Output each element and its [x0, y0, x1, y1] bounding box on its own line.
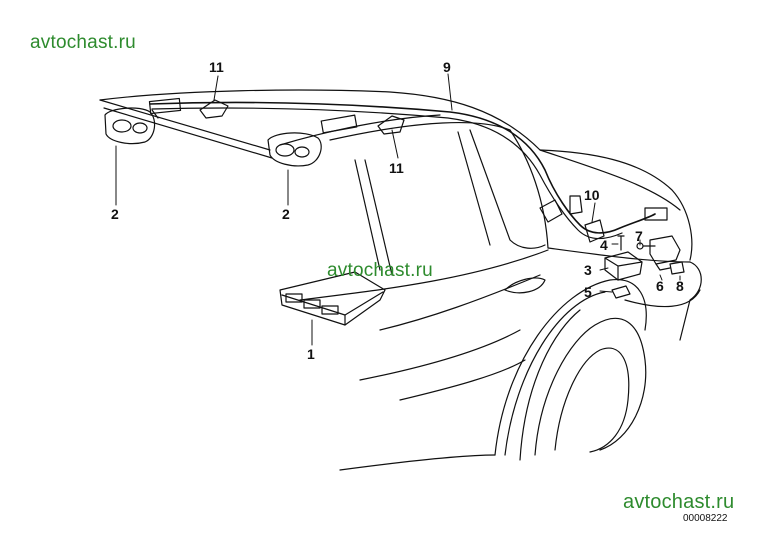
rear-wheel: [494, 279, 647, 461]
mounting-parts: [584, 219, 685, 299]
wiring-harness: [149, 101, 656, 240]
callout-1: 1: [307, 346, 315, 362]
callout-11-top: 11: [209, 59, 224, 75]
loudspeaker-front: [104, 107, 159, 145]
callout-10: 10: [584, 187, 600, 203]
callout-6: 6: [656, 278, 664, 294]
callout-numbers: 1 2 2 3 4 5 6 7 8 9 10 11 11: [111, 59, 684, 362]
watermark: avtochast.ru: [327, 260, 433, 281]
callout-2-front: 2: [111, 206, 119, 222]
callout-9: 9: [443, 59, 451, 75]
callout-3: 3: [584, 262, 592, 278]
callout-2-rear: 2: [282, 206, 290, 222]
watermark: avtochast.ru: [623, 491, 735, 513]
car-body-outline: [99, 89, 702, 471]
loudspeaker-rear: [267, 132, 322, 167]
callout-5: 5: [584, 284, 592, 300]
callout-8: 8: [676, 278, 684, 294]
diagram-code: 00008222: [683, 513, 728, 524]
callout-11-mid: 11: [389, 160, 404, 176]
leader-lines: [115, 73, 681, 346]
connectors: [148, 97, 668, 223]
callout-4: 4: [600, 237, 608, 253]
callout-7: 7: [635, 228, 643, 244]
watermark: avtochast.ru: [30, 32, 136, 53]
control-unit: [279, 271, 386, 326]
